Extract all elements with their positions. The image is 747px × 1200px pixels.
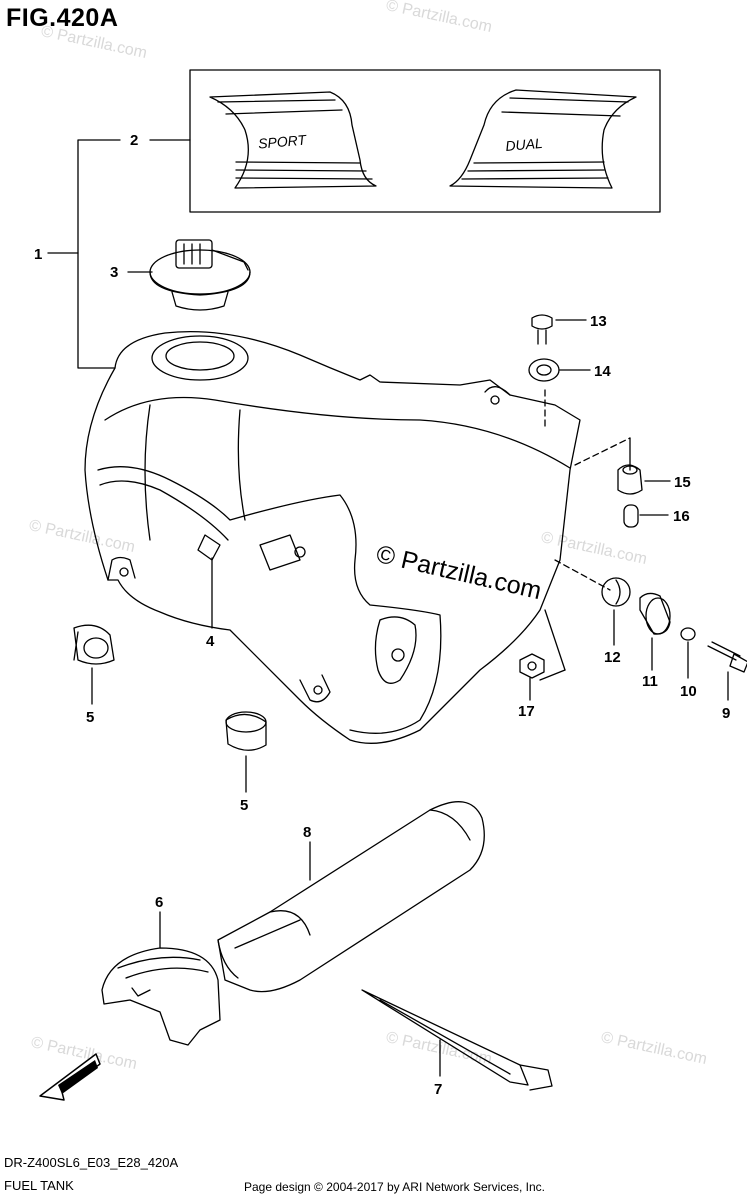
washer-10 [680,627,696,641]
decal-right: DUAL [449,89,637,189]
bolt-9 [707,641,747,673]
callout-3: 3 [110,264,118,281]
callout-10: 10 [680,683,697,700]
callout-14: 14 [594,363,611,380]
nut-17 [519,653,545,679]
bolt-13 [531,314,553,345]
callout-4: 4 [206,633,215,650]
fuel-tank [84,331,631,744]
diagram-code: DR-Z400SL6_E03_E28_420A [4,1155,179,1170]
collar-16 [623,504,639,528]
callout-6: 6 [155,894,163,911]
decal-left: SPORT [209,91,377,189]
leader-line [77,139,121,369]
forward-arrow-fill [58,1060,98,1094]
grommet-14 [528,358,560,382]
callout-11: 11 [642,673,658,690]
callout-labels: 1 2 3 4 5 5 6 7 8 9 10 11 12 13 14 15 16… [34,132,730,1098]
callout-13: 13 [590,313,607,330]
fuel-cap [149,239,251,311]
callout-17: 17 [518,703,535,720]
cushion-5-upper [73,624,115,665]
footer-credit: Page design © 2004-2017 by ARI Network S… [244,1180,546,1194]
cushion-12 [601,577,631,607]
callout-5a: 5 [86,709,94,726]
section-name: FUEL TANK [4,1178,74,1193]
callout-9: 9 [722,705,730,722]
callout-7: 7 [434,1081,442,1098]
cushion-15 [617,464,643,495]
cushion-5-lower [225,711,267,751]
decal-left-text: SPORT [257,131,308,151]
cover-8 [217,801,485,993]
page-title: FIG.420A [6,4,119,32]
callout-15: 15 [674,474,691,491]
decal-right-text: DUAL [505,135,544,154]
callout-16: 16 [673,508,690,525]
decal-set-box [189,69,661,213]
callout-2: 2 [130,132,138,149]
callout-12: 12 [604,649,621,666]
callout-5b: 5 [240,797,248,814]
grommet-6 [101,947,221,1046]
callout-1: 1 [34,246,42,263]
cable-tie-7 [361,989,553,1091]
callout-8: 8 [303,824,311,841]
cushion-11 [639,592,671,635]
